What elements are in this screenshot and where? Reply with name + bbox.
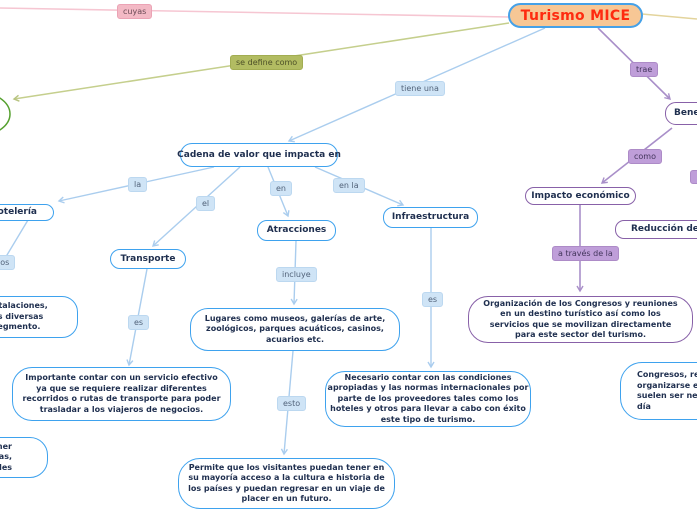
connector-label-como[interactable]: como	[628, 149, 662, 164]
connector-label-trae[interactable]: trae	[630, 62, 659, 77]
connector-label-cuyas[interactable]: cuyas	[117, 4, 153, 19]
connector-cuyas	[0, 7, 510, 18]
node-atracciones[interactable]: Atracciones	[257, 220, 336, 241]
node-permite[interactable]: Permite que los visitantes puedan tener …	[178, 458, 395, 509]
node-infraestructura[interactable]: Infraestructura	[383, 207, 478, 228]
connector-label-es-infraestructura[interactable]: es	[422, 292, 444, 307]
node-definicion-clipped[interactable]	[0, 90, 11, 138]
connector-right-edge	[641, 13, 697, 20]
connector-label-a-traves-de-la[interactable]: a través de la	[552, 246, 619, 261]
connector-label-los[interactable]: los	[0, 255, 16, 270]
node-tener-clipped[interactable]: ner das, ales	[0, 437, 48, 478]
connector-label-tiene-una[interactable]: tiene una	[395, 81, 445, 96]
connector-label-incluye[interactable]: incluye	[276, 267, 317, 282]
node-importante[interactable]: Importante contar con un servicio efecti…	[12, 367, 231, 421]
node-lugares[interactable]: Lugares como museos, galerías de arte, z…	[190, 308, 400, 351]
node-organizacion[interactable]: Organización de los Congresos y reunione…	[468, 296, 693, 343]
connector-label-se-define-como[interactable]: se define como	[230, 55, 304, 70]
connector-label-en-la[interactable]: en la	[333, 178, 365, 193]
node-impacto-economico[interactable]: Impacto económico	[525, 187, 636, 205]
connector-label-en[interactable]: en	[270, 181, 292, 196]
node-cadena-de-valor[interactable]: Cadena de valor que impacta en	[177, 143, 341, 167]
connector-label-clipped-right[interactable]	[690, 170, 697, 184]
node-congresos-clipped[interactable]: Congresos, reu organizarse en te suelen …	[620, 362, 697, 420]
node-beneficios[interactable]: Beneficios	[665, 102, 697, 125]
node-turismo-mice[interactable]: Turismo MICE	[508, 3, 643, 28]
node-hoteleria[interactable]: Hotelería	[0, 204, 54, 221]
connector-label-la[interactable]: la	[128, 177, 148, 192]
node-transporte[interactable]: Transporte	[110, 249, 186, 269]
node-reduccion-clipped[interactable]: Reducción de la i	[615, 220, 697, 239]
connector-label-es-transporte[interactable]: es	[128, 315, 150, 330]
node-necesario[interactable]: Necesario contar con las condiciones apr…	[325, 371, 531, 427]
connector-label-el[interactable]: el	[196, 196, 216, 211]
connector-label-esto[interactable]: esto	[277, 396, 307, 411]
